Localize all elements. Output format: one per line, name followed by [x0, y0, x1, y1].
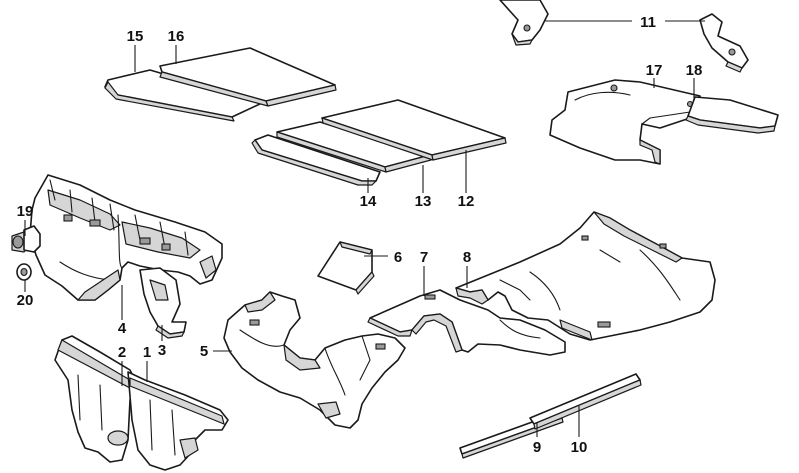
- callout-20: 20: [17, 292, 34, 309]
- callout-10: 10: [571, 439, 588, 456]
- callout-17: 17: [646, 62, 663, 79]
- part-12-mat[interactable]: [321, 99, 507, 161]
- part-1-side-panel[interactable]: [127, 371, 229, 471]
- part-7-floor-mat[interactable]: [367, 289, 566, 356]
- part-16-mat[interactable]: [159, 47, 337, 107]
- part-19-clip[interactable]: [11, 225, 41, 253]
- part-4-firewall-insulation[interactable]: [29, 174, 223, 301]
- part-8-floor-carpet[interactable]: [455, 211, 716, 341]
- callout-19: 19: [17, 203, 34, 220]
- part-3-insulation-piece[interactable]: [139, 267, 187, 339]
- part-15-mat[interactable]: [104, 69, 263, 122]
- callout-13: 13: [415, 193, 432, 210]
- part-2-side-panel[interactable]: [54, 335, 136, 463]
- callout-18: 18: [686, 62, 703, 79]
- part-10-sill-strip[interactable]: [529, 373, 642, 430]
- callout-8: 8: [463, 249, 471, 266]
- leader-lines: [24, 20, 705, 437]
- callout-16: 16: [168, 28, 185, 45]
- callout-4: 4: [118, 320, 127, 337]
- part-18-strip[interactable]: [685, 96, 779, 134]
- part-6-panel[interactable]: [317, 241, 375, 295]
- callout-9: 9: [533, 439, 541, 456]
- callout-7: 7: [420, 249, 428, 266]
- callout-labels: 15 16 14 13 12 11 17 18 19 20 4 3 5 6 7 …: [17, 14, 703, 456]
- part-5-tunnel-insulation[interactable]: [223, 291, 406, 429]
- callout-2: 2: [118, 344, 126, 361]
- callout-15: 15: [127, 28, 144, 45]
- part-14-strip[interactable]: [251, 134, 381, 186]
- callout-1: 1: [143, 344, 151, 361]
- part-20-washer[interactable]: [16, 263, 32, 281]
- callout-11: 11: [640, 14, 656, 31]
- part-11-trim-right[interactable]: [699, 13, 749, 73]
- callout-14: 14: [360, 193, 377, 210]
- callout-12: 12: [458, 193, 475, 210]
- callout-3: 3: [158, 342, 166, 359]
- callout-6: 6: [394, 249, 402, 266]
- part-11-trim-left[interactable]: [499, 0, 549, 46]
- part-17-rear-panel[interactable]: [549, 79, 701, 165]
- callout-5: 5: [200, 343, 208, 360]
